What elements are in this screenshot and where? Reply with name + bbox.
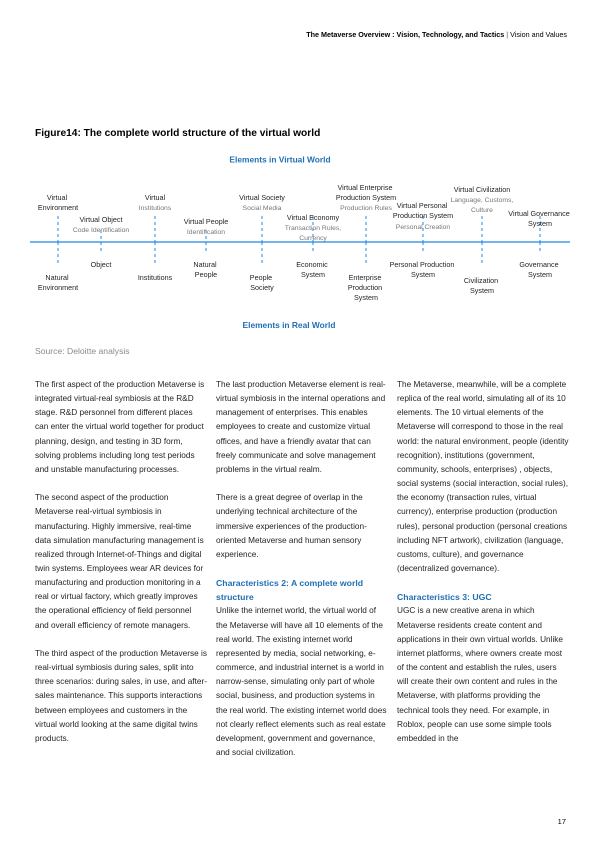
virtual-enterprise-line-1: Virtual Enterprise [338, 183, 393, 192]
col3-paragraph-1: The Metaverse, meanwhile, will be a comp… [397, 380, 569, 574]
real-enterprise-line-1: Enterprise [349, 273, 382, 282]
col1-paragraph-1: The first aspect of the production Metav… [35, 380, 205, 474]
virtual-governance-line-1: Virtual Governance [508, 209, 569, 218]
real-enterprise-production-label: Enterprise Production System [348, 273, 384, 302]
virtual-object-sub: Code Identification [73, 227, 130, 234]
text-column-2: The last production Metaverse element is… [216, 378, 388, 774]
real-natural-people-label: Natural People [193, 260, 218, 279]
real-governance-line-1: Governance [519, 260, 558, 269]
virtual-institutions-sub: Institutions [139, 205, 172, 212]
page-number: 17 [557, 817, 566, 826]
col2-paragraph-1: The last production Metaverse element is… [216, 380, 386, 474]
virtual-economy-label: Virtual Economy [287, 213, 340, 222]
text-column-3: The Metaverse, meanwhile, will be a comp… [397, 378, 569, 760]
source-note: Source: Deloitte analysis [35, 346, 130, 356]
characteristics-3-heading: Characteristics 3: UGC [397, 592, 492, 603]
real-world-label: Elements in Real World [243, 320, 336, 330]
virtual-society-sub: Social Media [243, 205, 282, 212]
header-separator: | [506, 30, 509, 39]
virtual-enterprise-line-2: Production System [336, 193, 396, 202]
virtual-environment-line-1: Virtual [47, 193, 68, 202]
characteristics-2-heading: Characteristics 2: A complete world stru… [216, 578, 364, 603]
real-personal-production-label: Personal Production System [390, 260, 457, 279]
virtual-personal-line-2: Production System [393, 211, 453, 220]
header-title: The Metaverse Overview : Vision, Technol… [306, 30, 505, 39]
real-personal-line-1: Personal Production [390, 260, 455, 269]
virtual-people-sub: Identification [187, 229, 225, 236]
col2-paragraph-3: Unlike the internet world, the virtual w… [216, 606, 387, 758]
virtual-object-label: Virtual Object [79, 215, 122, 224]
virtual-institutions-label: Virtual [145, 193, 166, 202]
col1-paragraph-3: The third aspect of the production Metav… [35, 648, 207, 743]
virtual-civilization-sub-2: Culture [471, 207, 493, 214]
real-institutions-label: Institutions [138, 273, 173, 282]
running-header: The Metaverse Overview : Vision, Technol… [306, 30, 567, 39]
virtual-economy-sub-1: Transaction Rules, [285, 225, 342, 232]
virtual-civilization-sub-1: Language, Customs, [451, 197, 514, 204]
col1-paragraph-2: The second aspect of the production Meta… [35, 493, 204, 630]
virtual-world-label: Elements in Virtual World [229, 155, 330, 165]
virtual-enterprise-sub: Production Rules [340, 205, 392, 212]
real-enterprise-line-3: System [354, 293, 378, 302]
text-column-1: The first aspect of the production Metav… [35, 378, 207, 760]
real-economic-line-2: System [301, 270, 325, 279]
connector-group [57, 216, 541, 266]
real-people-line-2: People [195, 270, 217, 279]
real-economic-line-1: Economic [296, 260, 328, 269]
real-governance-label: Governance System [519, 260, 560, 279]
figure-title: Figure14: The complete world structure o… [35, 128, 321, 139]
real-civilization-line-2: System [470, 286, 494, 295]
real-governance-line-2: System [528, 270, 552, 279]
virtual-enterprise-production-label: Virtual Enterprise Production System [336, 183, 396, 202]
virtual-economy-sub-2: Currency [299, 235, 327, 242]
virtual-governance-label: Virtual Governance System [508, 209, 570, 228]
virtual-governance-line-2: System [528, 219, 552, 228]
real-object-label: Object [91, 260, 112, 269]
real-society-line-1: People [250, 273, 272, 282]
virtual-environment-line-2: Environment [38, 203, 78, 212]
real-env-line-2: Environment [38, 283, 78, 292]
col3-paragraph-2: UGC is a new creative arena in which Met… [397, 606, 563, 743]
col2-paragraph-2: There is a great degree of overlap in th… [216, 493, 367, 559]
virtual-civilization-label: Virtual Civilization [454, 185, 511, 194]
virtual-elements: Virtual Environment Virtual Object Code … [38, 183, 570, 242]
real-economic-system-label: Economic System [296, 260, 330, 279]
real-env-line-1: Natural [45, 273, 69, 282]
real-natural-environment-label: Natural Environment [38, 273, 78, 292]
virtual-society-label: Virtual Society [239, 193, 285, 202]
real-people-line-1: Natural [193, 260, 217, 269]
virtual-environment-label: Virtual Environment [38, 193, 78, 212]
real-people-society-label: People Society [250, 273, 274, 292]
real-enterprise-line-2: Production [348, 283, 382, 292]
real-civilization-label: Civilization System [464, 276, 500, 295]
header-section: Vision and Values [510, 30, 567, 39]
real-personal-line-2: System [411, 270, 435, 279]
real-civilization-line-1: Civilization [464, 276, 498, 285]
real-elements: Natural Environment Object Institutions … [38, 260, 560, 302]
virtual-personal-production-label: Virtual Personal Production System [393, 201, 453, 220]
virtual-personal-sub: Personal Creation [396, 224, 451, 231]
world-structure-diagram: Elements in Virtual World Virtual Enviro… [30, 155, 570, 330]
real-society-line-2: Society [250, 283, 274, 292]
virtual-personal-line-1: Virtual Personal [397, 201, 448, 210]
virtual-people-label: Virtual People [184, 217, 229, 226]
